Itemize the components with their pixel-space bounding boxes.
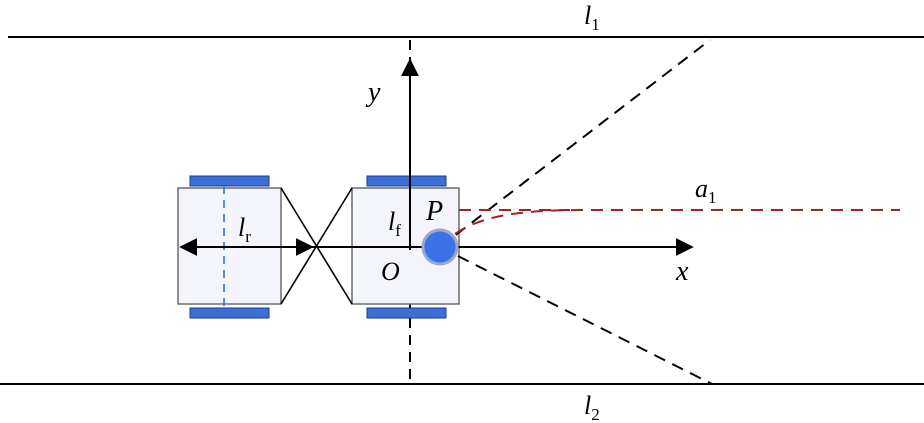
label-x: x [675,256,689,287]
label-y: y [365,77,381,108]
sector-upper-dashed [439,39,711,248]
label-a1: a1 [695,174,717,207]
path-a1 [439,209,900,248]
label-lr: lr [238,213,251,246]
point-p-marker [421,228,459,266]
label-l2: l2 [584,391,600,423]
label-point-p: P [425,196,443,227]
label-lf: lf [388,207,401,240]
wheel-rear-bottom [189,307,270,319]
label-origin-o: O [381,257,400,286]
wheel-rear-top [189,175,270,187]
sector-lower-dashed [439,246,713,385]
label-l1: l1 [584,1,600,34]
wheel-front-bottom [366,307,447,319]
wheel-front-top [366,175,447,187]
